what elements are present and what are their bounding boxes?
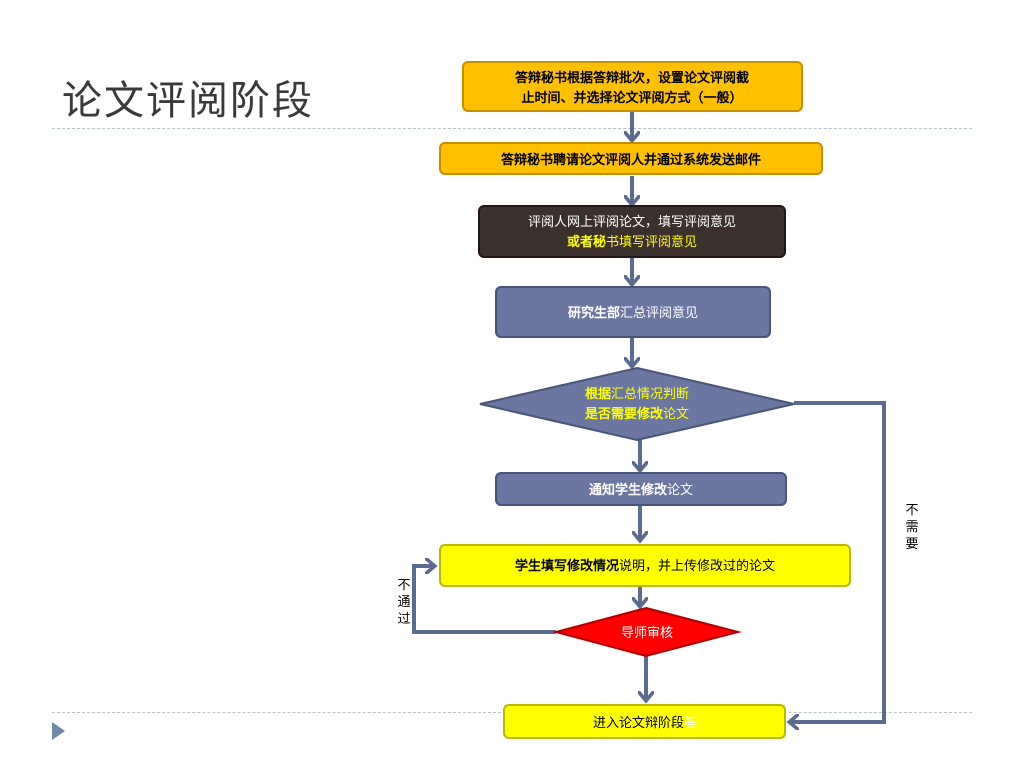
- decision1-line1b: 汇总情况判断: [611, 387, 689, 402]
- decision1-line1a: 根据: [585, 386, 611, 402]
- label-not-passed-1: 不: [397, 578, 410, 593]
- step-summarize-a: 研究生部: [568, 305, 620, 321]
- step-enter-defense: 进入论文辩阶段答: [503, 704, 786, 739]
- step-summarize-b: 汇总评阅意见: [620, 305, 698, 321]
- title-divider: [52, 128, 972, 129]
- svg-text:学生填写修改情况说明，并上传修改过的论文: 学生填写修改情况说明，并上传修改过的论文: [515, 558, 775, 574]
- svg-text:通知学生修改论文: 通知学生修改论文: [589, 482, 693, 498]
- label-not-passed-3: 过: [397, 612, 410, 627]
- step-notify-a: 通知学生修改: [589, 482, 668, 498]
- bullet-triangle-icon: [52, 722, 65, 740]
- label-not-needed: 不 需 要: [905, 503, 918, 552]
- step-online-review-line1: 评阅人网上评阅论文，填写评阅意见: [528, 214, 736, 230]
- slide-title: 论文评阅阶段: [62, 78, 314, 124]
- svg-text:根据汇总情况判断: 根据汇总情况判断: [585, 386, 689, 402]
- decision1-line2b: 论文: [663, 407, 689, 422]
- step-notify-student: 通知学生修改论文: [495, 472, 787, 506]
- step-defense-a: 进入论文辩阶段: [593, 716, 684, 731]
- connectors: [412, 112, 886, 722]
- arrow-skip-to-defense: [790, 401, 886, 722]
- step-upload-a: 学生填写修改情况: [515, 558, 619, 574]
- svg-text:是否需要修改论文: 是否需要修改论文: [584, 406, 689, 422]
- step-hire-reviewers: 答辩秘书聘请论文评阅人并通过系统发送邮件: [439, 142, 823, 175]
- step-set-deadline: 答辩秘书根据答辩批次，设置论文评阅截 止时间、并选择论文评阅方式（一般）: [462, 61, 803, 112]
- svg-text:研究生部汇总评阅意见: 研究生部汇总评阅意见: [568, 305, 698, 321]
- decision2-label: 导师审核: [621, 626, 673, 641]
- label-not-needed-1: 不: [905, 503, 918, 518]
- step-set-deadline-line1: 答辩秘书根据答辩批次，设置论文评阅截: [515, 70, 749, 86]
- step-defense-b: 答: [684, 715, 697, 731]
- decision1-line2a: 是否需要修改: [584, 406, 664, 422]
- label-not-needed-2: 需: [905, 520, 918, 535]
- arrow-fail-loop: [412, 566, 556, 634]
- step-set-deadline-line2: 止时间、并选择论文评阅方式（一般）: [521, 90, 742, 106]
- step-notify-b: 论文: [667, 483, 693, 498]
- step-student-upload: 学生填写修改情况说明，并上传修改过的论文: [439, 544, 851, 587]
- step-hire-reviewers-label: 答辩秘书聘请论文评阅人并通过系统发送邮件: [501, 152, 761, 168]
- decision-needs-revision: 根据汇总情况判断 是否需要修改论文: [479, 366, 795, 442]
- step-online-review-line2b: 书填写评阅意见: [606, 234, 697, 250]
- label-not-passed: 不 通 过: [397, 578, 410, 627]
- label-not-passed-2: 通: [397, 595, 410, 610]
- label-not-needed-3: 要: [905, 537, 918, 552]
- step-online-review: 评阅人网上评阅论文，填写评阅意见 或者秘书填写评阅意见: [478, 205, 786, 258]
- step-summarize: 研究生部汇总评阅意见: [495, 286, 771, 338]
- svg-text:进入论文辩阶段答: 进入论文辩阶段答: [593, 715, 697, 731]
- step-online-review-line2a: 或者秘: [567, 234, 606, 250]
- decision-advisor-review: 导师审核: [552, 606, 742, 658]
- step-upload-b: 说明，并上传修改过的论文: [619, 558, 775, 574]
- svg-text:或者秘书填写评阅意见: 或者秘书填写评阅意见: [567, 234, 697, 250]
